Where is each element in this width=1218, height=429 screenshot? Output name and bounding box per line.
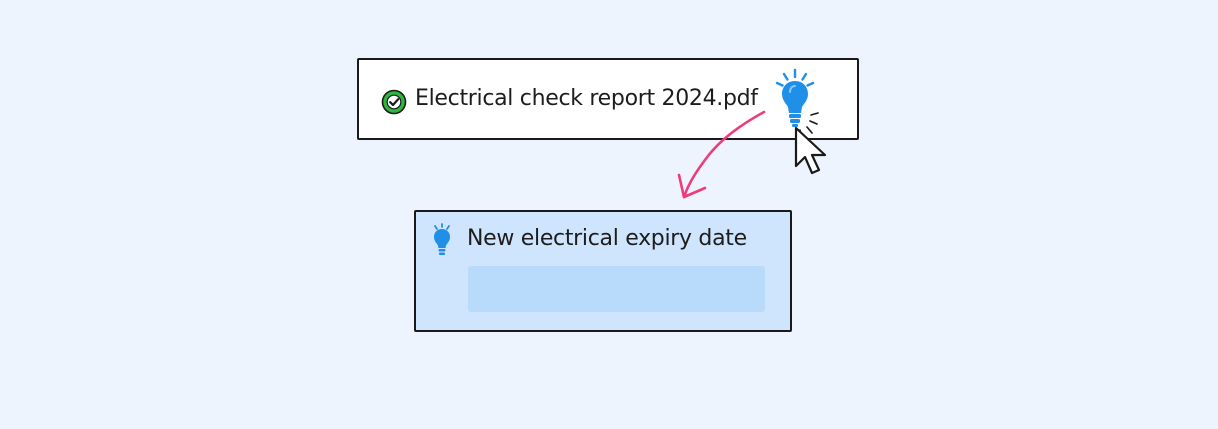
file-card: Electrical check report 2024.pdf [357, 58, 859, 140]
lightbulb-icon[interactable] [771, 68, 823, 138]
file-name: Electrical check report 2024.pdf [415, 86, 758, 111]
expiry-date-input[interactable] [468, 266, 765, 312]
suggested-field-card: New electrical expiry date [414, 210, 792, 332]
cursor-icon [794, 126, 827, 175]
field-label: New electrical expiry date [467, 226, 747, 251]
suggestion-arrow [677, 110, 766, 199]
check-circle-icon [381, 89, 407, 115]
lightbulb-icon [434, 223, 450, 255]
